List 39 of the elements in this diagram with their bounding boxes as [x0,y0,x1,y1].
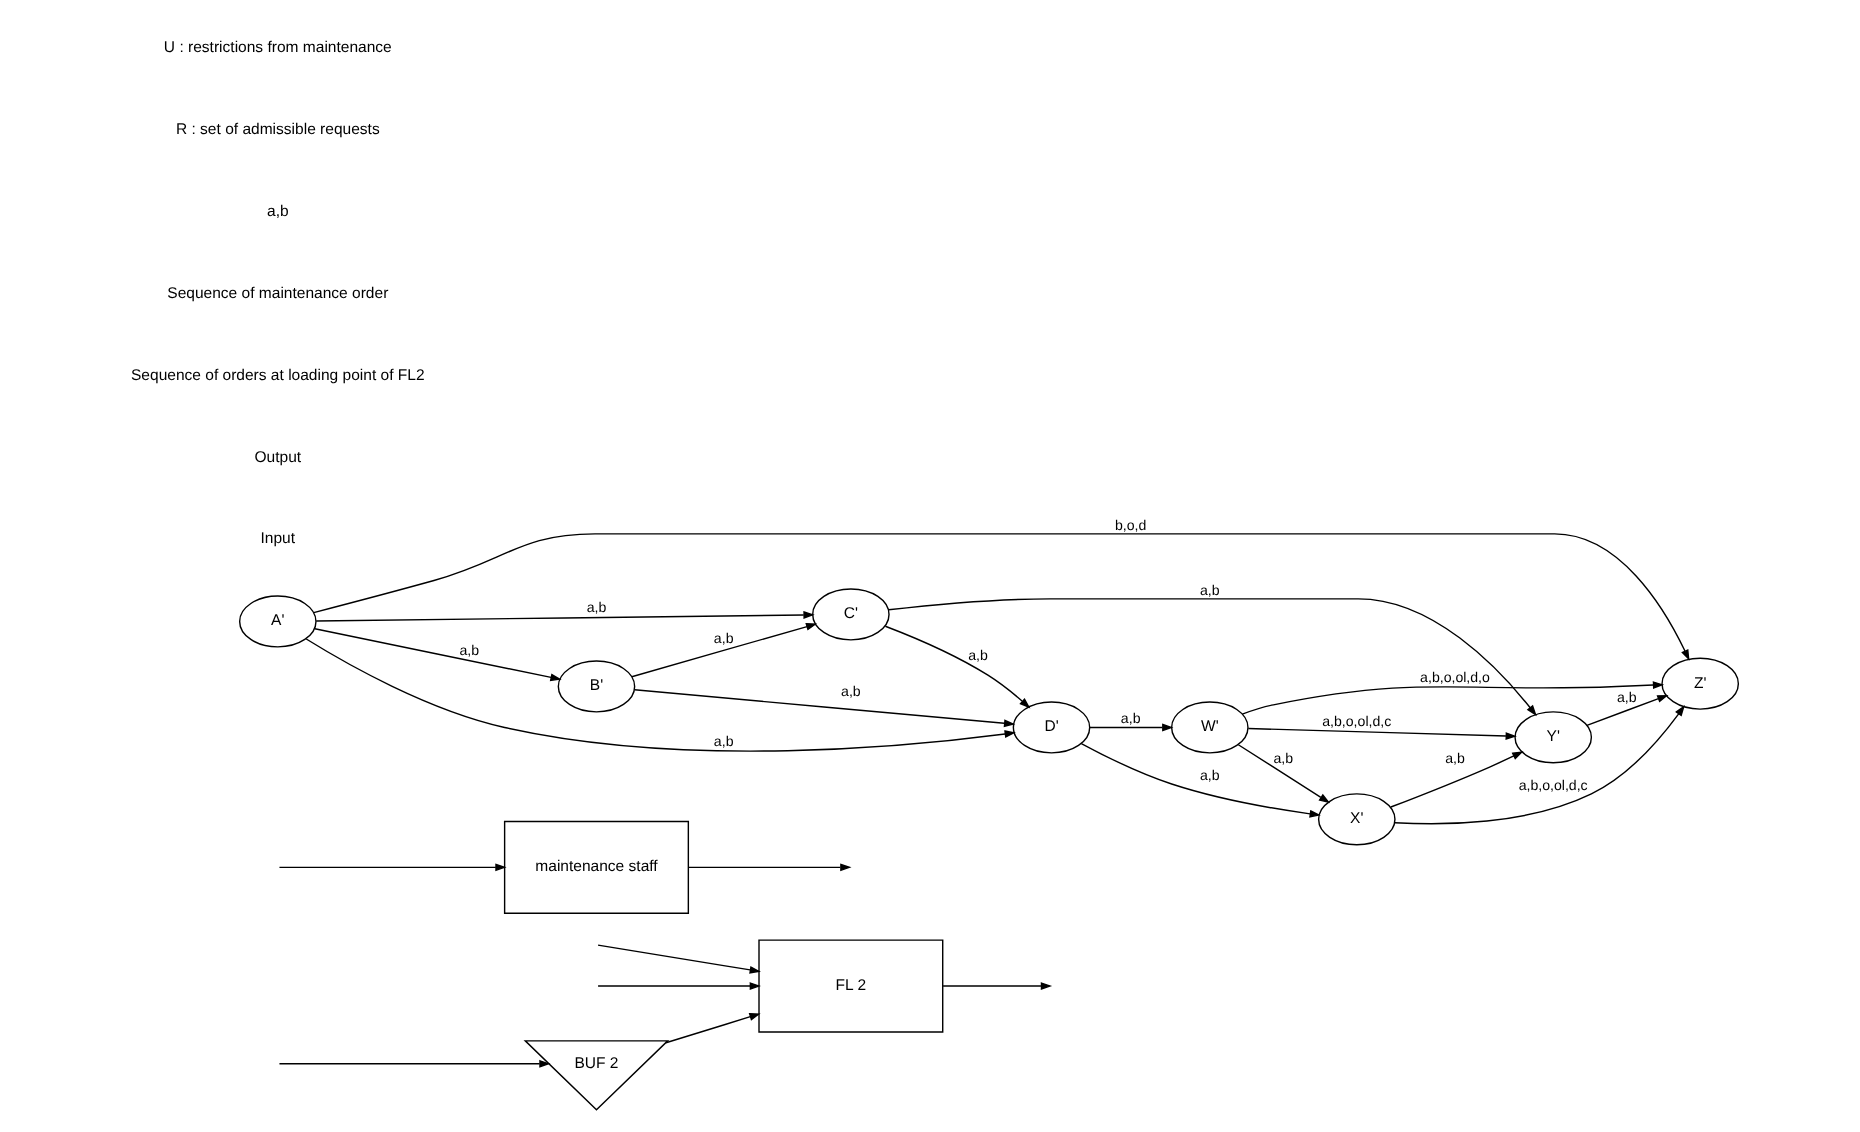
arrow [884,625,1031,709]
label: R : set of admissible requests [175,119,380,138]
arrow [313,533,1690,661]
arrow [631,622,818,678]
arrow [314,628,562,682]
arrow [1393,705,1685,825]
label: Sequence of maintenance order [167,283,389,302]
node-ellipse: B' [557,660,636,713]
arrow [1586,694,1669,726]
label: U : restrictions from maintenance [163,37,392,56]
label: a,b [267,201,289,220]
arrow [887,598,1537,717]
arrow [1241,681,1665,715]
arrow [597,944,761,974]
arrow [1237,744,1331,804]
arrow [687,863,852,872]
arrow [278,863,507,872]
label: Input [260,529,296,548]
arrow [1390,751,1524,808]
arrow [1247,727,1517,740]
arrow [633,689,1016,728]
node-ellipse: C' [812,588,890,641]
node-box: FL 2 [758,939,944,1033]
arrow [305,638,1016,752]
node-ellipse: Z' [1661,657,1740,710]
node-ellipse: A' [238,595,317,648]
label: Output [254,447,302,466]
arrow [1089,723,1174,732]
arrow [278,1059,551,1068]
arrow [315,611,815,622]
arrow [1080,742,1321,818]
label: Sequence of orders at loading point of FL2 [131,365,425,384]
node-box: maintenance staff [503,820,690,914]
node-ellipse: Y' [1514,711,1593,764]
arrow [665,1013,761,1044]
node-ellipse: D' [1012,701,1091,754]
arrow [942,982,1053,991]
arrow [597,982,761,991]
node-ellipse: W' [1170,701,1249,754]
